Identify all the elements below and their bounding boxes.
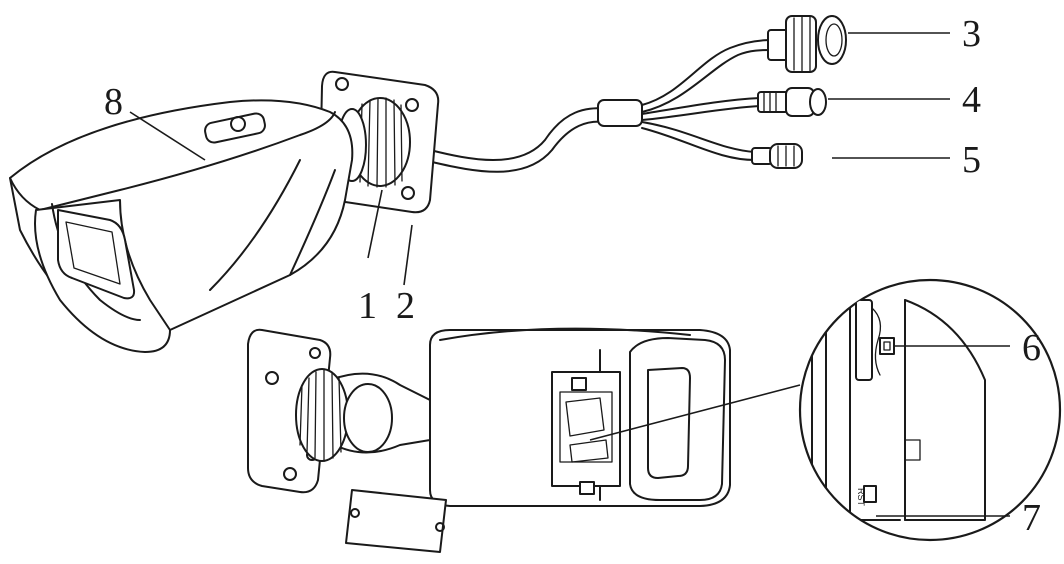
callout-1: 1: [358, 285, 377, 327]
cable-splitter: [597, 99, 643, 127]
leader-1: [367, 189, 383, 259]
network-connector: [767, 15, 847, 73]
top-camera: [9, 15, 950, 353]
callout-labels: 8 1 2 3 4 5 6 7: [104, 13, 1041, 539]
zoom-detail: RST: [798, 278, 1062, 542]
reset-label: RST: [856, 488, 866, 507]
sd-card-latch: [879, 337, 895, 355]
sd-card: [565, 397, 605, 437]
screw-hole: [283, 467, 297, 481]
screw-hole: [401, 186, 415, 200]
callout-7: 7: [1022, 497, 1041, 539]
maintenance-compartment: [551, 371, 621, 487]
cover-screw: [350, 508, 360, 518]
sd-card-slot: [855, 299, 873, 381]
power-connector: [757, 87, 827, 117]
screw-hole: [265, 371, 279, 385]
leader-2: [403, 224, 413, 286]
leader-8: [129, 111, 206, 161]
callout-5: 5: [962, 139, 981, 181]
main-cable: [429, 107, 606, 161]
callout-8: 8: [104, 81, 123, 123]
reset-button: [863, 485, 877, 503]
cover-screw: [435, 522, 445, 532]
bottom-camera: [247, 327, 801, 553]
lens-window: [57, 209, 136, 300]
screw-hole: [309, 347, 321, 359]
callout-2: 2: [396, 285, 415, 327]
screw-hole: [335, 77, 349, 91]
screw-hole: [405, 98, 419, 112]
audio-alarm-connector: [751, 143, 803, 169]
lens-window: [647, 367, 691, 479]
callout-3: 3: [962, 13, 981, 55]
callout-4: 4: [962, 79, 981, 121]
callout-6: 6: [1022, 327, 1041, 369]
zoom-leader: [589, 384, 801, 441]
camera-housing: [9, 99, 354, 353]
compartment-cover: [345, 489, 447, 553]
